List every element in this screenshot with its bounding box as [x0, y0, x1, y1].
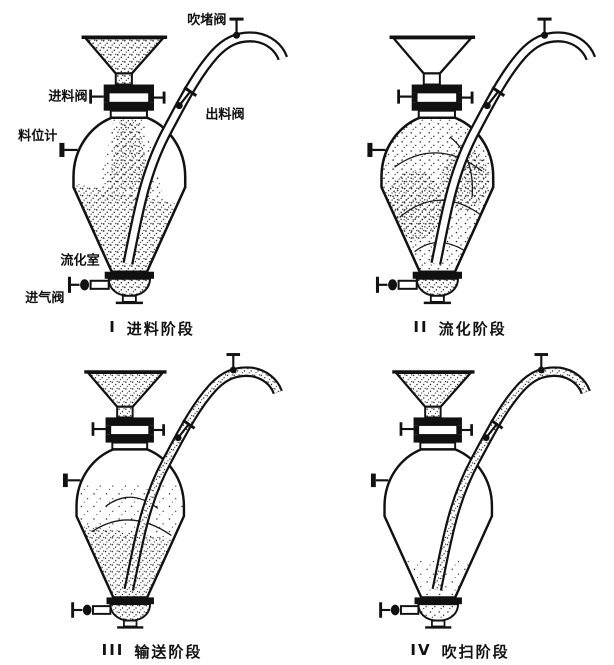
- stage-numeral: II: [413, 318, 429, 336]
- stage-numeral: I: [109, 318, 117, 336]
- panel-stage-fluidization: [314, 4, 606, 316]
- diagram-conveying: [61, 340, 298, 630]
- flow-arc: [91, 519, 172, 536]
- stage-name: 输送阶段: [134, 643, 203, 661]
- material-dots: [381, 117, 494, 296]
- label-air-inlet-valve: 进气阀: [25, 289, 64, 306]
- conveyed-material-in-pipe: [433, 368, 589, 591]
- caption-stage-purging: IV 吹扫阶段: [314, 641, 606, 662]
- label-discharge-valve: 出料阀: [205, 106, 244, 123]
- caption-stage-fluidization: II 流化阶段: [314, 318, 606, 339]
- label-blow-plug-valve: 吹堵阀: [187, 11, 226, 28]
- panel-stage-purging: [314, 340, 606, 640]
- stage-numeral: III: [101, 641, 125, 659]
- stage-numeral: IV: [410, 641, 432, 659]
- swirl-arc: [394, 152, 483, 172]
- caption-stage-feeding: I 进料阶段: [6, 318, 298, 339]
- label-fluidization-chamber: 流化室: [60, 252, 99, 269]
- conveyed-material-in-pipe: [125, 368, 281, 591]
- label-level-gauge: 料位计: [18, 127, 57, 144]
- swirl-arc: [449, 136, 474, 198]
- caption-stage-conveying: III 输送阶段: [6, 641, 298, 662]
- label-feed-valve: 进料阀: [48, 88, 87, 105]
- stage-name: 吹扫阶段: [441, 643, 510, 661]
- panel-stage-conveying: [6, 340, 298, 640]
- diagram-feeding: 吹堵阀 进料阀 料位计 出料阀 流化室 进气阀: [18, 11, 298, 306]
- stage-name: 进料阶段: [126, 320, 195, 338]
- diagram-purging: [369, 340, 606, 630]
- diagram-fluidization: [365, 4, 606, 305]
- swirl-arc: [399, 199, 485, 218]
- panel-stage-feeding: 吹堵阀 进料阀 料位计 出料阀 流化室 进气阀: [6, 4, 298, 316]
- stage-name: 流化阶段: [438, 320, 507, 338]
